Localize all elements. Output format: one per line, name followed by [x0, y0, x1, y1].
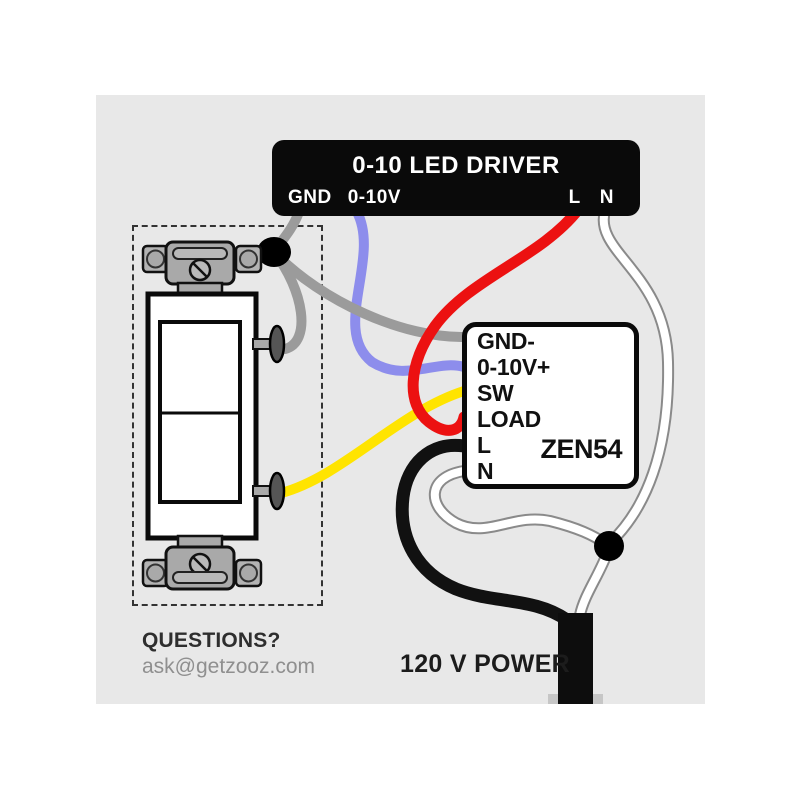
switch-wallbox-outline [132, 225, 323, 606]
zen-terminal-sw: SW [477, 380, 514, 406]
led-driver-terminals: GND 0-10V L N [272, 187, 640, 209]
driver-terminal-neutral: N [599, 187, 614, 208]
questions-email: ask@getzooz.com [142, 655, 316, 678]
questions-heading: QUESTIONS? [142, 629, 281, 652]
zen54-model-label: ZEN54 [540, 434, 622, 464]
zen-terminal-gnd: GND- [477, 328, 535, 354]
zen-terminal-line: L [477, 432, 491, 458]
questions-block: QUESTIONS? ask@getzooz.com [142, 628, 315, 680]
zen54-box: GND- 0-10V+ SW LOAD L N ZEN54 [462, 322, 639, 489]
led-driver-box: 0-10 LED DRIVER GND 0-10V L N [272, 140, 640, 216]
zen-terminal-neutral: N [477, 458, 494, 484]
driver-terminal-gnd: GND [288, 187, 332, 208]
power-source-label: 120 V POWER [400, 650, 571, 678]
zen-terminal-load: LOAD [477, 406, 541, 432]
driver-terminal-line: L [568, 187, 581, 208]
zen54-terminals: GND- 0-10V+ SW LOAD L N [467, 327, 634, 484]
led-driver-title: 0-10 LED DRIVER [352, 152, 560, 179]
driver-terminal-dim: 0-10V [347, 187, 401, 208]
zen-terminal-dim: 0-10V+ [477, 354, 551, 380]
